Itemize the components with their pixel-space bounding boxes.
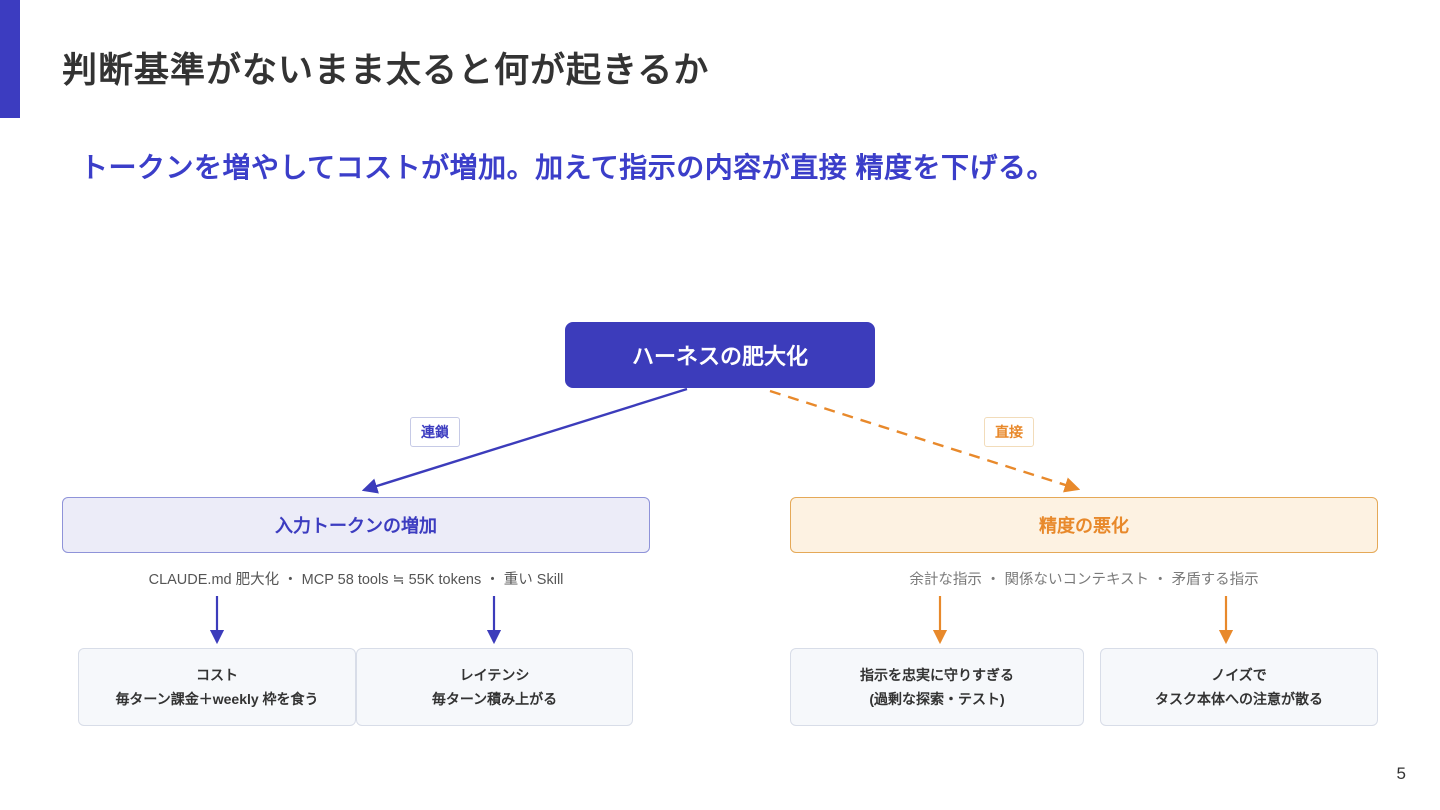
slide-title: 判断基準がないまま太ると何が起きるか (62, 51, 710, 90)
edge-label-chain: 連鎖 (410, 417, 460, 447)
leaf-desc: (過剰な探索・テスト) (869, 691, 1005, 707)
node-input-token-increase: 入力トークンの増加 (62, 497, 650, 553)
left-branch-caption: CLAUDE.md 肥大化 ・ MCP 58 tools ≒ 55K token… (148, 572, 564, 588)
node-latency: レイテンシ 毎ターン積み上がる (356, 648, 633, 726)
leaf-title: レイテンシ (459, 667, 530, 683)
leaf-title: コスト (196, 667, 238, 683)
slide-subtitle: トークンを増やしてコストが増加。加えて指示の内容が直接 精度を下げる。 (80, 152, 1056, 183)
leaf-title: 指示を忠実に守りすぎる (860, 667, 1014, 683)
accent-bar (0, 0, 20, 118)
page-number: 5 (1396, 764, 1406, 783)
edge-label-direct: 直接 (984, 417, 1034, 447)
leaf-desc: 毎ターン課金＋weekly 枠を食う (115, 691, 319, 707)
node-over-compliance: 指示を忠実に守りすぎる (過剰な探索・テスト) (790, 648, 1084, 726)
node-harness-bloat: ハーネスの肥大化 (565, 322, 875, 388)
right-branch-caption: 余計な指示 ・ 関係ないコンテキスト ・ 矛盾する指示 (909, 572, 1259, 588)
leaf-desc: 毎ターン積み上がる (431, 691, 558, 707)
leaf-title: ノイズで (1211, 667, 1267, 683)
node-accuracy-degradation: 精度の悪化 (790, 497, 1378, 553)
node-noise-distraction: ノイズで タスク本体への注意が散る (1100, 648, 1378, 726)
leaf-desc: タスク本体への注意が散る (1155, 691, 1323, 707)
node-cost: コスト 毎ターン課金＋weekly 枠を食う (78, 648, 356, 726)
